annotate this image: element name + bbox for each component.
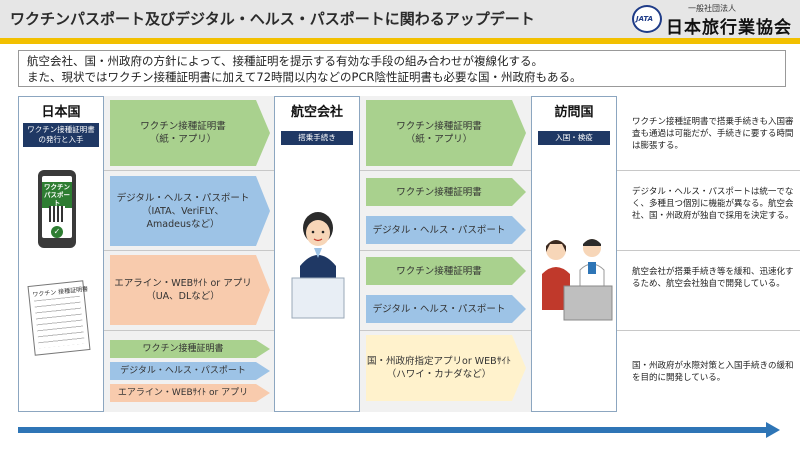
timeline-shaft [18, 427, 768, 433]
arrow-text-line: Amadeusなど） [146, 218, 220, 230]
accent-bar [0, 38, 800, 44]
middle-arrow-row-2-1: ワクチン接種証明書 [366, 178, 526, 206]
arrow-text-line: デジタル・ヘルス・パスポート [116, 192, 250, 204]
jata-logo: JATA 一般社団法人 日本旅行業協会 [628, 2, 798, 38]
page-title: ワクチンパスポート及びデジタル・ヘルス・パスポートに関わるアップデート [10, 10, 535, 28]
middle-arrow-row-1: ワクチン接種証明書 （紙・アプリ） [366, 100, 526, 166]
middle-arrow-row-2-2: デジタル・ヘルス・パスポート [366, 216, 526, 244]
left-arrow-row-3: エアライン・WEBｻｲﾄ or アプリ （UA、DLなど） [110, 255, 270, 325]
phone-screen: ワクチンパスポート ✓ [42, 176, 72, 238]
arrow-text-line: （UA、DLなど） [146, 291, 220, 302]
row-description-3: 航空会社が搭乗手続き等を緩和、迅速化するため、航空会社独自で開発している。 [632, 267, 794, 289]
summary-line-2: また、現状ではワクチン接種証明書に加えて72時間以内などのPCR陰性証明書も必要… [27, 70, 582, 84]
left-small-arrow-2-text: デジタル・ヘルス・パスポート [120, 365, 246, 378]
left-small-arrow-1-text: ワクチン接種証明書 [142, 343, 223, 356]
arrow-text-line: ワクチン接種証明書 [140, 121, 226, 132]
timeline-arrow [18, 422, 780, 438]
header-bar: ワクチンパスポート及びデジタル・ヘルス・パスポートに関わるアップデート JATA… [0, 0, 800, 38]
timeline-arrowhead [766, 422, 780, 438]
left-arrow-row-2: デジタル・ヘルス・パスポート（IATA、VeriFLY、Amadeusなど） [110, 176, 270, 246]
column-label-airline: 搭乗手続き [281, 131, 353, 145]
row-description-4: 国・州政府が水際対策と入国手続きの緩和を目的に開発している。 [632, 361, 794, 383]
left-small-arrow-3-text: エアライン・WEBｻｲﾄ or アプリ [118, 387, 248, 400]
logo-subtitle: 一般社団法人 [688, 4, 736, 13]
left-arrow-row-1: ワクチン接種証明書 （紙・アプリ） [110, 100, 270, 166]
left-arrow-row-2-text: デジタル・ヘルス・パスポート（IATA、VeriFLY、Amadeusなど） [117, 192, 250, 231]
row-divider [18, 330, 800, 331]
middle-arrow-row-3-1-text: ワクチン接種証明書 [396, 265, 482, 278]
check-icon: ✓ [51, 226, 63, 238]
arrow-text-line: 国・州政府指定アプリor WEBｻｲﾄ [367, 356, 511, 367]
middle-arrow-row-3-2-text: デジタル・ヘルス・パスポート [373, 303, 506, 316]
qr-code-icon [49, 206, 65, 222]
arrow-text-line: ワクチン接種証明書 [396, 186, 482, 198]
column-destination: 訪問国 入国・検疫 [531, 96, 617, 412]
phone-badge: ワクチンパスポート [42, 182, 72, 208]
immigration-illustration [542, 239, 613, 321]
arrow-text-line: ワクチン接種証明書 [142, 343, 224, 354]
left-arrow-row-3-text: エアライン・WEBｻｲﾄ or アプリ （UA、DLなど） [114, 277, 251, 303]
column-title-airline: 航空会社 [290, 105, 343, 120]
middle-arrow-row-1-text: ワクチン接種証明書 （紙・アプリ） [396, 120, 482, 146]
arrow-text-line: （ハワイ・カナダなど） [386, 369, 492, 380]
row-description-2: デジタル・ヘルス・パスポートは統一でなく、多種且つ個別に機能が異なる。航空会社、… [632, 187, 794, 221]
arrow-text-line: （紙・アプリ） [405, 134, 473, 145]
paper-certificate-illustration: ワクチン 接種証明書 [27, 280, 91, 356]
middle-arrow-row-3-2: デジタル・ヘルス・パスポート [366, 295, 526, 323]
arrow-text-line: デジタル・ヘルス・パスポート [372, 224, 506, 236]
arrow-text-line: ワクチン接種証明書 [396, 265, 482, 277]
airline-staff-illustration [291, 212, 345, 319]
left-small-arrow-2: デジタル・ヘルス・パスポート [110, 362, 270, 380]
column-title-japan: 日本国 [41, 105, 81, 120]
arrow-text-line: デジタル・ヘルス・パスポート [120, 365, 246, 376]
summary-box: 航空会社、国・州政府の方針によって、接種証明を提示する有効な手段の組み合わせが複… [18, 50, 786, 87]
jata-logo-mark: JATA [632, 5, 662, 33]
summary-line-1: 航空会社、国・州政府の方針によって、接種証明を提示する有効な手段の組み合わせが複… [27, 54, 543, 68]
row-description-1: ワクチン接種証明書で搭乗手続きも入国審査も通過は可能だが、手続きに要する時間は膨… [632, 117, 794, 151]
column-japan: 日本国 ワクチン接種証明書の発行と入手 [18, 96, 104, 412]
left-small-arrow-3: エアライン・WEBｻｲﾄ or アプリ [110, 384, 270, 402]
arrow-text-line: ワクチン接種証明書 [396, 121, 482, 132]
logo-mark-text: JATA [636, 15, 654, 23]
middle-arrow-row-2-1-text: ワクチン接種証明書 [396, 186, 482, 199]
arrow-text-line: エアライン・WEBｻｲﾄ or アプリ [114, 278, 252, 289]
middle-arrow-row-2-2-text: デジタル・ヘルス・パスポート [373, 224, 506, 237]
middle-arrow-row-4-text: 国・州政府指定アプリor WEBｻｲﾄ （ハワイ・カナダなど） [367, 355, 511, 381]
arrow-text-line: エアライン・WEBｻｲﾄ or アプリ [117, 387, 249, 398]
arrow-text-line: デジタル・ヘルス・パスポート [372, 303, 506, 315]
left-arrow-row-1-text: ワクチン接種証明書 （紙・アプリ） [140, 120, 226, 146]
row-divider [18, 250, 800, 251]
column-label-japan: ワクチン接種証明書の発行と入手 [23, 123, 99, 147]
logo-name: 日本旅行業協会 [666, 18, 792, 38]
column-title-destination: 訪問国 [554, 105, 594, 120]
smartphone-illustration: ワクチンパスポート ✓ [38, 170, 76, 248]
column-airline: 航空会社 搭乗手続き [274, 96, 360, 412]
middle-arrow-row-4: 国・州政府指定アプリor WEBｻｲﾄ （ハワイ・カナダなど） [366, 335, 526, 401]
row-divider [18, 170, 800, 171]
arrow-text-line: （IATA、VeriFLY、 [141, 205, 225, 217]
middle-arrow-row-3-1: ワクチン接種証明書 [366, 257, 526, 285]
column-label-destination: 入国・検疫 [538, 131, 610, 145]
paper-lines [34, 295, 85, 349]
left-small-arrow-1: ワクチン接種証明書 [110, 340, 270, 358]
arrow-text-line: （紙・アプリ） [149, 134, 217, 145]
